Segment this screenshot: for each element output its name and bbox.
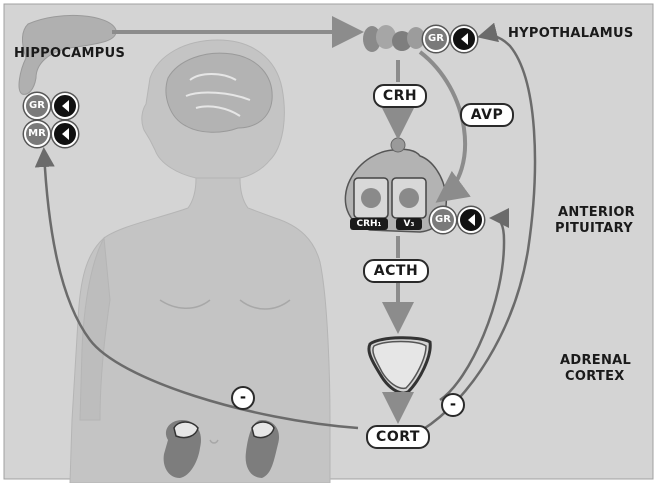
hippocampus-gr-ligand-icon bbox=[52, 93, 78, 119]
adrenal-cortex-label-line1: ADRENAL bbox=[560, 353, 631, 369]
v3-receptor-label: V₃ bbox=[396, 218, 422, 230]
crh-hormone-label: CRH bbox=[373, 84, 427, 108]
negative-feedback-marker-right: - bbox=[441, 393, 465, 417]
pituitary-gr-receptor: GR bbox=[430, 207, 456, 233]
anterior-pituitary-label-line2: PITUITARY bbox=[555, 221, 633, 237]
hypothalamus-ligand-icon bbox=[451, 26, 477, 52]
hippocampus-label: HIPPOCAMPUS bbox=[14, 46, 125, 62]
avp-hormone-label: AVP bbox=[460, 103, 514, 127]
hippocampus-gr-receptor: GR bbox=[24, 93, 50, 119]
acth-hormone-label: ACTH bbox=[363, 259, 429, 283]
crh1-receptor-label: CRH₁ bbox=[350, 218, 388, 230]
adrenal-cortex-label-line2: CORTEX bbox=[565, 369, 625, 385]
anterior-pituitary-label-line1: ANTERIOR bbox=[558, 205, 635, 221]
pituitary-ligand-icon bbox=[458, 207, 484, 233]
negative-feedback-marker-left: - bbox=[231, 386, 255, 410]
cort-hormone-label: CORT bbox=[366, 425, 430, 449]
hippocampus-mr-receptor: MR bbox=[24, 121, 50, 147]
hippocampus-mr-ligand-icon bbox=[52, 121, 78, 147]
hypothalamus-gr-receptor: GR bbox=[423, 26, 449, 52]
hypothalamus-label: HYPOTHALAMUS bbox=[508, 26, 633, 42]
